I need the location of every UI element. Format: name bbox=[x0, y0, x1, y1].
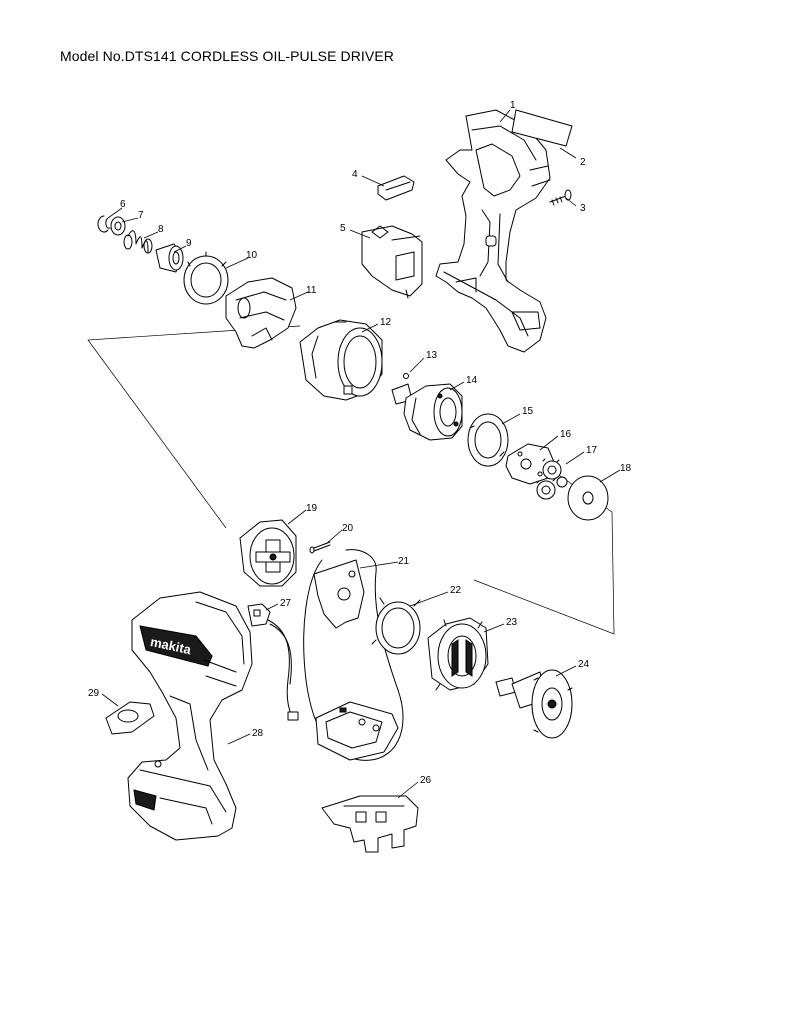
callout-16: 16 bbox=[560, 429, 572, 440]
callout-28: 28 bbox=[252, 728, 264, 739]
callout-9: 9 bbox=[186, 238, 192, 249]
callout-26: 26 bbox=[420, 775, 432, 786]
part-flat-washer bbox=[567, 475, 609, 521]
callout-27: 27 bbox=[280, 598, 292, 609]
callout-12: 12 bbox=[380, 317, 392, 328]
part-steel-ball bbox=[110, 216, 126, 236]
callout-13: 13 bbox=[426, 350, 438, 361]
part-oil-pulse-unit bbox=[391, 383, 463, 441]
part-stator bbox=[427, 617, 489, 691]
part-switch-lever bbox=[377, 175, 415, 201]
part-switch bbox=[361, 225, 423, 299]
leader-lines bbox=[101, 109, 621, 799]
callout-2: 2 bbox=[580, 157, 586, 168]
part-compression-spring bbox=[123, 230, 153, 254]
part-insulation-sheet bbox=[313, 559, 365, 629]
part-label-plate bbox=[511, 109, 573, 147]
wire-loop bbox=[303, 549, 404, 761]
callout-17: 17 bbox=[586, 445, 598, 456]
callout-3: 3 bbox=[580, 203, 586, 214]
part-housing-set: makita bbox=[127, 591, 253, 841]
part-rotor bbox=[495, 669, 573, 739]
callout-29: 29 bbox=[88, 688, 100, 699]
part-hammer-case bbox=[299, 319, 383, 401]
part-sleeve bbox=[155, 243, 184, 273]
callout-7: 7 bbox=[138, 210, 144, 221]
callout-18: 18 bbox=[620, 463, 632, 474]
callout-numbers: 1 2 3 4 5 6 7 8 9 10 11 12 13 14 15 16 1… bbox=[88, 100, 632, 786]
part-retaining-ring bbox=[97, 215, 111, 233]
part-ball-bearing bbox=[467, 413, 509, 467]
callout-24: 24 bbox=[578, 659, 590, 670]
callout-21: 21 bbox=[398, 556, 410, 567]
part-steel-ball-small bbox=[403, 373, 409, 379]
part-tapping-screw bbox=[549, 189, 572, 206]
callout-22: 22 bbox=[450, 585, 462, 596]
callout-5: 5 bbox=[340, 223, 346, 234]
callout-19: 19 bbox=[306, 503, 318, 514]
callout-14: 14 bbox=[466, 375, 478, 386]
callout-23: 23 bbox=[506, 617, 518, 628]
part-bearing-box bbox=[505, 443, 555, 485]
part-housing-right bbox=[435, 109, 551, 353]
callout-1: 1 bbox=[510, 100, 516, 111]
callout-6: 6 bbox=[120, 199, 126, 210]
part-connector-wire bbox=[247, 603, 299, 721]
part-hammer-case-ring bbox=[183, 251, 229, 305]
part-motor-holder-ring bbox=[371, 597, 421, 655]
callout-8: 8 bbox=[158, 224, 164, 235]
callout-4: 4 bbox=[352, 169, 358, 180]
part-controller-holder bbox=[321, 795, 419, 853]
part-rear-cover bbox=[239, 519, 297, 587]
part-hammer-case-cover bbox=[225, 277, 297, 349]
callout-10: 10 bbox=[246, 250, 258, 261]
callout-20: 20 bbox=[342, 523, 354, 534]
part-name-plate-cap bbox=[105, 701, 155, 735]
part-spur-gears bbox=[536, 458, 568, 500]
callout-11: 11 bbox=[306, 285, 317, 296]
diagram-title: Model No.DTS141 CORDLESS OIL-PULSE DRIVE… bbox=[60, 48, 394, 64]
callout-15: 15 bbox=[522, 406, 534, 417]
part-controller-board bbox=[315, 701, 399, 761]
